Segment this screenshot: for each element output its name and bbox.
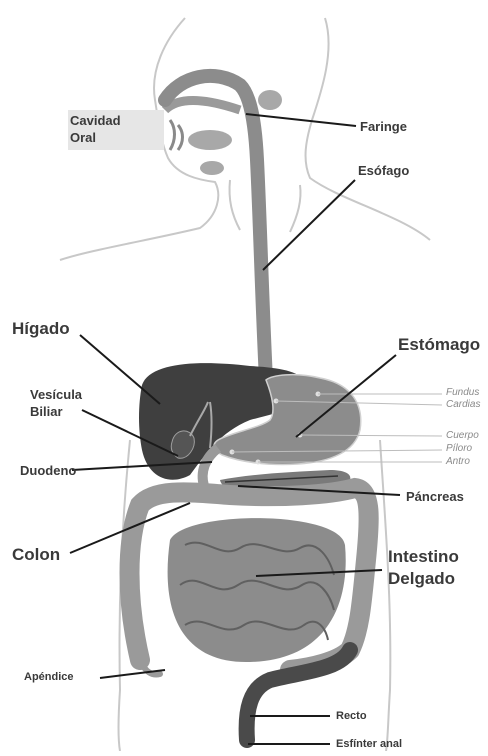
tongue	[188, 130, 232, 150]
label-cardias: Cardias	[446, 399, 480, 411]
label-antrum: Antro	[446, 456, 470, 468]
label-gallbladder-line2: Biliar	[30, 403, 82, 420]
nasal-cavity	[165, 101, 240, 110]
label-gallbladder: Vesícula Biliar	[30, 386, 82, 420]
label-small-intestine: Intestino Delgado	[388, 546, 459, 590]
label-gallbladder-line1: Vesícula	[30, 386, 82, 403]
lips	[170, 120, 183, 150]
label-oral-cavity-line2: Oral	[70, 129, 121, 146]
label-body: Cuerpo	[446, 430, 479, 442]
label-stomach: Estómago	[398, 334, 480, 356]
label-small-intestine-line1: Intestino	[388, 546, 459, 568]
label-small-intestine-line2: Delgado	[388, 568, 459, 590]
label-oral-cavity: Cavidad Oral	[70, 112, 121, 146]
label-duodenum: Duodeno	[20, 462, 76, 479]
label-fundus: Fundus	[446, 387, 479, 399]
esophagus	[165, 76, 266, 380]
label-pancreas: Páncreas	[406, 488, 464, 505]
label-colon: Colon	[12, 544, 60, 566]
oral-region	[165, 90, 282, 175]
label-oral-cavity-line1: Cavidad	[70, 112, 121, 129]
label-liver: Hígado	[12, 318, 70, 340]
label-appendix: Apéndice	[24, 670, 74, 684]
small-intestine	[168, 518, 346, 662]
salivary-gland-lower	[200, 161, 224, 175]
label-anal-sphincter: Esfínter anal	[336, 737, 402, 751]
label-esophagus: Esófago	[358, 162, 409, 179]
label-pharynx: Faringe	[360, 118, 407, 135]
label-rectum: Recto	[336, 709, 367, 723]
salivary-gland	[258, 90, 282, 110]
label-pylorus: Píloro	[446, 443, 472, 455]
